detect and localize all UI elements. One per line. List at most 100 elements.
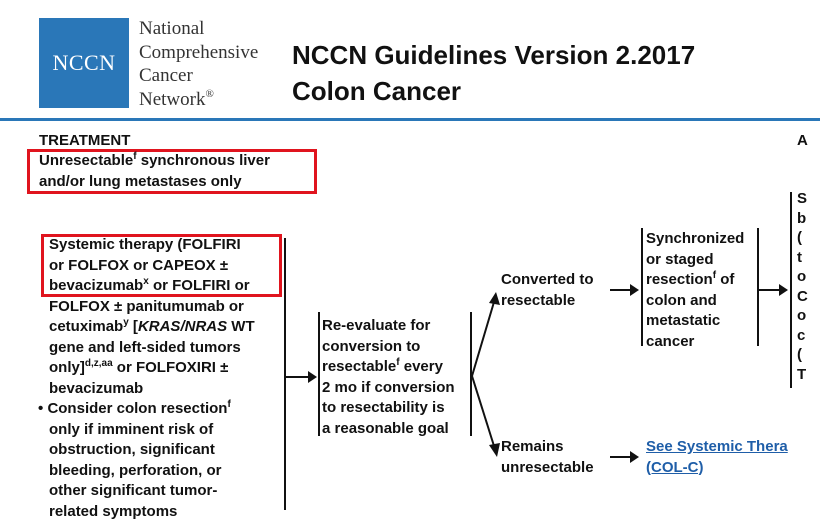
footnote-ref: x (143, 276, 149, 287)
synchronized-line: Synchronized (646, 230, 745, 247)
arrow-to-synchronized (610, 289, 634, 291)
therapy-line: only]d,z,aa or FOLFOXIRI ± (49, 358, 255, 379)
reevaluate-line: 2 mo if conversion (322, 378, 455, 396)
text: of (716, 271, 735, 288)
arrow-to-systemic-link (610, 456, 634, 458)
remains-text: Remains unresectable (501, 437, 594, 478)
text: Consider colon resection (47, 400, 228, 417)
see-systemic-therapy-link[interactable]: See Systemic Thera (COL-C) (646, 437, 820, 478)
therapy-line: bevacizumabx or FOLFIRI or (49, 276, 255, 297)
text: resectable (322, 358, 397, 375)
condition-line-2: and/or lung metastases only (39, 172, 242, 190)
text: resection (646, 271, 713, 288)
bullet-line: • Consider colon resectionf (38, 399, 231, 420)
org-line: Comprehensive (139, 41, 259, 63)
therapy-bracket (284, 238, 286, 510)
right-column-bracket (790, 192, 792, 388)
org-line-text: Network (139, 88, 206, 110)
header-divider (0, 118, 820, 121)
text: every (399, 358, 443, 375)
footnote-ref: d,z,aa (84, 358, 113, 369)
converted-text: Converted to resectable (501, 270, 594, 311)
synchronized-line: resectionf of (646, 270, 744, 291)
branch-arrows (471, 292, 500, 457)
converted-line: Converted to (501, 271, 594, 288)
org-line: Cancer (139, 65, 193, 86)
reevaluate-line: Re-evaluate for (322, 317, 431, 334)
bullet-icon: • (38, 400, 44, 417)
fragment-char: S (797, 190, 808, 207)
footnote-ref: f (396, 357, 400, 368)
reevaluate-line: to resectability is (322, 399, 445, 416)
organization-name: National Comprehensive Cancer Network® (139, 17, 258, 111)
text: or FOLFOXIRI ± (112, 359, 229, 376)
page-title: NCCN Guidelines Version 2.2017 Colon Can… (292, 37, 695, 109)
therapy-highlight (41, 234, 282, 297)
text: [ (128, 318, 138, 335)
link-line[interactable]: (COL-C) (646, 458, 704, 476)
fragment-char: o (797, 307, 807, 324)
gene-name: KRAS/NRAS (137, 318, 228, 335)
therapy-line: bevacizumab (49, 379, 144, 397)
footnote-ref: f (133, 151, 137, 162)
fragment-char: b (797, 209, 807, 227)
therapy-line: other significant tumor- (49, 482, 218, 499)
text: or FOLFIRI or (148, 277, 250, 294)
synchronized-line: metastatic (646, 312, 721, 329)
therapy-line: cetuximaby [KRAS/NRAS WT (49, 317, 255, 338)
title-line-1: NCCN Guidelines Version 2.2017 (292, 40, 696, 70)
text: bevacizumab (49, 277, 144, 294)
footnote-ref: f (227, 399, 231, 410)
arrow-to-reevaluate (286, 376, 312, 378)
treatment-heading: TREATMENT (39, 132, 131, 149)
systemic-therapy-text: Systemic therapy (FOLFIRI or FOLFOX or C… (49, 235, 255, 399)
text: synchronous liver (136, 152, 270, 169)
reevaluate-text: Re-evaluate for conversion to resectable… (322, 316, 455, 439)
arrowhead-icon (630, 284, 639, 296)
fragment-char: ( (797, 229, 802, 246)
remains-line: Remains (501, 438, 564, 455)
arrow-to-right-column (759, 289, 783, 291)
fragment-char: ( (797, 346, 802, 363)
synchronized-bracket-left (641, 228, 643, 346)
therapy-line: obstruction, significant (49, 441, 215, 458)
reevaluate-line: a reasonable goal (322, 419, 449, 437)
synchronized-bracket-right (757, 228, 759, 346)
fragment-char: t (797, 248, 802, 266)
therapy-line: FOLFOX ± panitumumab or (49, 297, 244, 315)
therapy-line: or FOLFOX or CAPEOX ± (49, 256, 229, 274)
therapy-line: Systemic therapy (FOLFIRI (49, 236, 241, 253)
synchronized-line: colon and (646, 291, 717, 309)
footnote-ref: f (712, 270, 717, 281)
fragment-char: C (797, 287, 808, 305)
condition-text: Unresectablef synchronous liver and/or l… (39, 151, 270, 192)
therapy-line: only if imminent risk of (49, 420, 214, 438)
consider-resection-text: • Consider colon resectionf only if immi… (38, 399, 231, 522)
org-line: Network® (139, 88, 258, 112)
condition-highlight (27, 149, 317, 194)
link-line[interactable]: See Systemic Thera (646, 438, 788, 455)
remains-line: unresectable (501, 458, 594, 476)
converted-line: resectable (501, 291, 576, 309)
reevaluate-line: resectablef every (322, 357, 455, 378)
arrowhead-icon (779, 284, 788, 296)
text: cetuximab (49, 318, 124, 335)
reevaluate-line: conversion to (322, 337, 421, 355)
registered-mark: ® (205, 87, 214, 100)
synchronized-text: Synchronized or staged resectionf of col… (646, 229, 744, 352)
therapy-line: related symptoms (49, 502, 178, 520)
arrowhead-icon (630, 451, 639, 463)
arrowhead-icon (308, 371, 317, 383)
text: WT (227, 318, 255, 335)
fragment-char: T (797, 365, 807, 383)
synchronized-line: or staged (646, 250, 714, 268)
org-line: National (139, 18, 205, 39)
nccn-logo: NCCN (39, 18, 129, 108)
fragment-char: c (797, 326, 806, 344)
therapy-line: bleeding, perforation, or (49, 461, 222, 479)
synchronized-line: cancer (646, 332, 695, 350)
text: only] (49, 359, 85, 376)
reevaluate-bracket-right (470, 312, 472, 436)
title-line-2: Colon Cancer (292, 76, 462, 106)
footnote-ref: y (123, 317, 129, 328)
